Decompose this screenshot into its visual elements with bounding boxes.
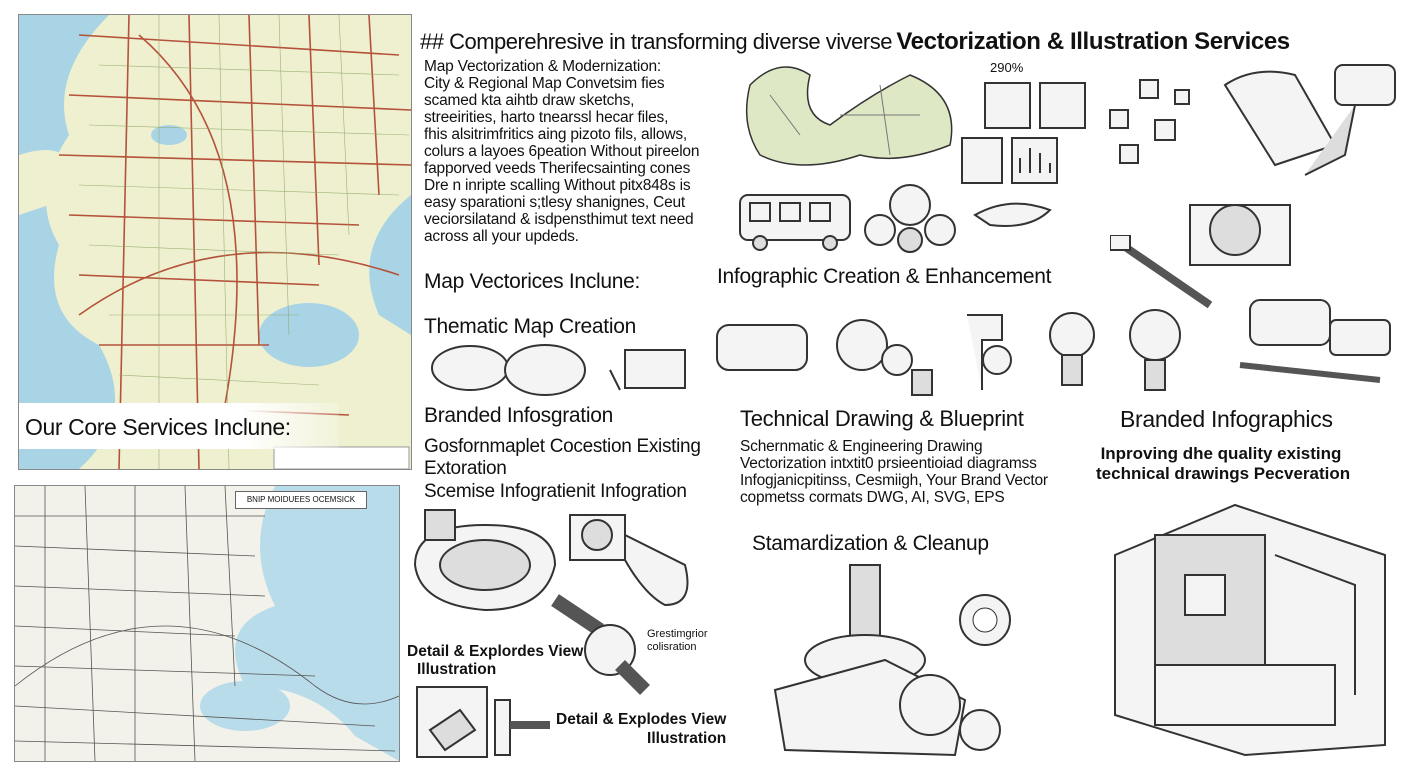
bulb-sketch xyxy=(1129,309,1181,391)
scemise-heading: Scemise Infogratienit Infogration xyxy=(424,481,687,502)
city-map-bottom: BNIP MOIDUEES OCEMSICK xyxy=(14,485,400,762)
page-header: ## Comperehresive in transforming divers… xyxy=(420,28,1290,59)
callout-label: Grestimgrior colisration xyxy=(647,628,708,654)
intro-line: scamed kta aihtb draw sketchs, xyxy=(424,92,635,109)
technical-heading: Technical Drawing & Blueprint xyxy=(740,406,1024,431)
gosforn-line2: Extoration xyxy=(424,458,507,479)
label-line: Grestimgrior xyxy=(647,628,708,640)
percent-label: 290% xyxy=(990,60,1024,75)
tech-line: Infogjanicpitinss, Cesmiigh, Your Brand … xyxy=(740,472,1048,489)
improving-text: Inproving dhe quality existing technical… xyxy=(1096,444,1351,484)
map-illustration xyxy=(15,486,399,761)
infographic-sketch-row xyxy=(716,312,1095,396)
bowl-part-sketch xyxy=(413,509,557,612)
machine-cutaway-sketch xyxy=(1114,503,1386,757)
tech-line: Schernmatic & Engineering Drawing xyxy=(740,438,983,455)
regional-map-sketch xyxy=(745,66,953,166)
tech-line: copmetss cormats DWG, AI, SVG, EPS xyxy=(740,489,1005,506)
page-title: Vectorization & Illustration Services xyxy=(896,28,1290,55)
intro-line: veciorsilatand & isdpensthimut text need xyxy=(424,211,694,228)
exploded-view-sketch xyxy=(416,686,550,758)
technical-text: Schernmatic & Engineering Drawing Vector… xyxy=(740,438,1048,506)
intro-text: Map Vectorization & Modernization: City … xyxy=(424,58,699,245)
pen-sketch xyxy=(1110,235,1213,309)
branded-infographics-heading: Branded Infographics xyxy=(1120,406,1333,432)
bracket-part-sketch xyxy=(569,514,689,607)
standardization-heading: Stamardization & Cleanup xyxy=(752,532,989,555)
label-line: Detail & Explordes View xyxy=(407,643,584,660)
bus-sketch xyxy=(739,194,851,251)
intro-line: streeirities, harto tnearssl hecar files… xyxy=(424,109,669,126)
intro-line: colurs a layoes 6peation Without pireelo… xyxy=(424,143,700,160)
fish-sketch xyxy=(973,202,1052,227)
gosforn-line1: Gosfornmaplet Cocestion Existing xyxy=(424,436,701,457)
core-services-heading: Our Core Services Inclune: xyxy=(25,414,291,440)
label-line: Detail & Explodes View xyxy=(556,711,727,728)
intro-line: City & Regional Map Convetsim fies xyxy=(424,75,665,92)
mechanical-arm-sketch xyxy=(1223,64,1396,176)
rings-sketch xyxy=(899,594,1011,751)
label-line: colisration xyxy=(647,641,697,653)
thematic-heading: Thematic Map Creation xyxy=(424,315,636,338)
intro-line: Dre n inripte scalling Without pitx848s … xyxy=(424,177,691,194)
improving-line: Inproving dhe quality existing xyxy=(1100,444,1342,463)
thematic-sketches xyxy=(431,344,686,396)
label-line: Illustration xyxy=(647,730,727,747)
cubes-sketch xyxy=(1109,79,1190,164)
valve-sketch xyxy=(1239,299,1391,383)
city-map-top: Our Core Services Inclune: xyxy=(18,14,412,470)
intro-line: fapporved veeds Therifecsainting cones xyxy=(424,160,691,177)
intro-line: across all your updeds. xyxy=(424,228,579,245)
map-vectorices-heading: Map Vectorices Inclune: xyxy=(424,270,641,293)
intro-heading: Map Vectorization & Modernization: xyxy=(424,58,662,75)
infographic-heading: Infographic Creation & Enhancement xyxy=(717,265,1052,288)
map-illustration xyxy=(19,15,411,469)
improving-line: technical drawings Pecveration xyxy=(1096,464,1351,483)
detail-label-2: Detail & Explodes View Illustration xyxy=(556,710,726,748)
gears-sketch xyxy=(864,184,956,253)
tech-line: Vectorization intxtit0 prsieentioiad dia… xyxy=(740,455,1037,472)
nozzle-part-sketch xyxy=(551,594,650,695)
branded-infosgration-heading: Branded Infosgration xyxy=(424,404,613,427)
label-line: Illustration xyxy=(417,661,497,678)
intro-line: fhis alsitrimfritics aing pizoto fils, a… xyxy=(424,126,687,143)
detail-label-1: Detail & Explordes View Illustration xyxy=(407,643,583,679)
intro-line: easy sparationi s;tlesy shanignes, Ceut xyxy=(424,194,686,211)
core-services-label xyxy=(19,403,339,449)
fan-sketch xyxy=(1189,204,1291,266)
icon-grid-sketch xyxy=(961,82,1086,184)
map-title-box: BNIP MOIDUEES OCEMSICK xyxy=(235,491,367,509)
header-prefix: ## Comperehresive in transforming divers… xyxy=(420,29,892,54)
